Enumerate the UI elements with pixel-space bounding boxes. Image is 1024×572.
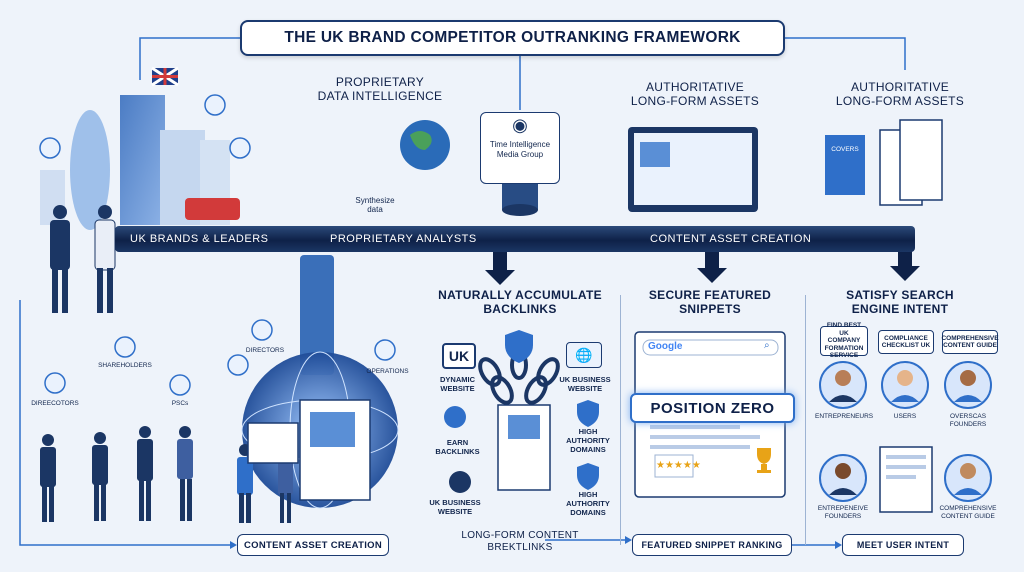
label-entrepreneurs: ENTREPRENEURS — [815, 413, 874, 420]
eye-icon: ◉ — [512, 115, 528, 135]
label-users: USERS — [893, 413, 917, 420]
label-directors: DIRECTORS — [245, 347, 285, 354]
divider-2 — [805, 295, 806, 545]
pipeline-stage-content-creation: CONTENT ASSET CREATION — [650, 233, 812, 245]
featured-snippet-ranking-pill: FEATURED SNIPPET RANKING — [632, 534, 792, 556]
content-asset-creation-pill: CONTENT ASSET CREATION — [237, 534, 389, 556]
search-icon: ⌕ — [764, 340, 770, 351]
pipeline-stage-uk-brands: UK BRANDS & LEADERS — [130, 233, 269, 245]
uk-badge: UK — [442, 343, 476, 369]
covers-label: COVERS — [831, 146, 859, 153]
label-direcotors: DIREECOTORS — [31, 400, 79, 407]
position-zero-badge: POSITION ZERO — [630, 393, 795, 423]
google-logo: Google — [648, 341, 683, 352]
rating-stars: ★★★★★ — [656, 460, 701, 471]
globe-icon-uk-website: 🌐 — [566, 342, 602, 368]
pipeline-stage-analysts: PROPRIETARY ANALYSTS — [330, 233, 477, 245]
label-pscs: PSCs — [171, 400, 189, 407]
main-pipeline — [115, 226, 915, 252]
label-shareholders: SHAREHOLDERS — [98, 362, 152, 369]
eye-badge — [480, 112, 560, 184]
divider-1 — [620, 295, 621, 545]
label-operations: OPERATIONS — [366, 368, 409, 375]
framework-title: THE UK BRAND COMPETITOR OUTRANKING FRAME… — [240, 20, 785, 56]
meet-user-intent-pill: MEET USER INTENT — [842, 534, 964, 556]
